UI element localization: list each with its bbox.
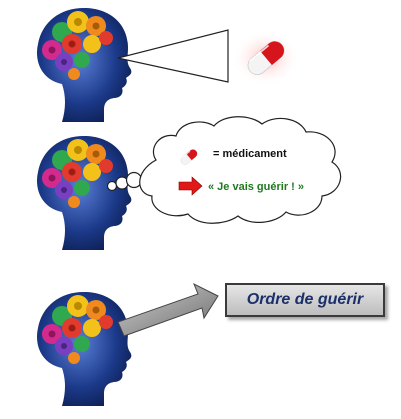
- head-3: [37, 292, 132, 406]
- medicament-label: = médicament: [213, 148, 287, 160]
- heal-label: « Je vais guérir ! »: [208, 181, 304, 193]
- head-1: [37, 8, 132, 122]
- pill-icon-large: [232, 30, 300, 86]
- order-box-label: Ordre de guérir: [246, 291, 364, 308]
- order-box: Ordre de guérir: [225, 283, 385, 317]
- red-arrow-icon: [178, 176, 203, 196]
- gray-arrow-icon: [117, 282, 219, 337]
- head-2: [37, 136, 132, 250]
- thought-cloud: [139, 116, 342, 224]
- thought-bubbles: [106, 171, 143, 192]
- vision-cone: [117, 29, 229, 83]
